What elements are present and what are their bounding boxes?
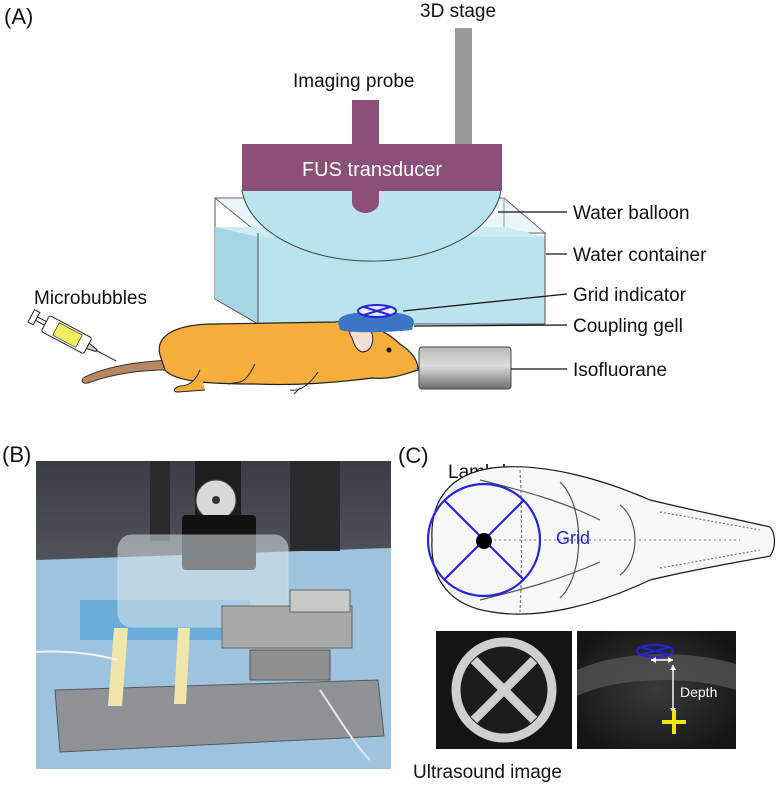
stage-label: 3D stage bbox=[420, 1, 496, 22]
panel-c-tag: (C) bbox=[398, 443, 429, 468]
coupling-gel bbox=[338, 312, 414, 333]
ultrasound-label: Ultrasound image bbox=[413, 762, 562, 783]
mouse-front-leg bbox=[289, 371, 319, 395]
bubbles-label: Microbubbles bbox=[34, 288, 147, 309]
water-side bbox=[215, 227, 258, 324]
container-label: Water container bbox=[573, 245, 707, 266]
grid-leader bbox=[402, 293, 568, 312]
skull bbox=[431, 466, 776, 615]
iso-label: Isofluorane bbox=[573, 360, 667, 381]
panel-c: (C) Lambda Grid bbox=[398, 443, 776, 783]
ultrasound-grid-image bbox=[436, 631, 572, 749]
grid-text: Grid bbox=[556, 528, 590, 548]
imaging-probe bbox=[352, 100, 379, 145]
fus-transducer bbox=[242, 144, 502, 191]
water-body bbox=[215, 227, 545, 324]
grid-label: Grid indicator bbox=[573, 285, 687, 306]
water-balloon bbox=[241, 189, 502, 262]
mouse-eye bbox=[386, 347, 392, 353]
gel-leader bbox=[413, 324, 568, 327]
gel-label: Coupling gell bbox=[573, 316, 683, 337]
probe-tip bbox=[352, 190, 379, 213]
lambda-point bbox=[476, 533, 492, 549]
setup-photo bbox=[35, 461, 391, 769]
mouse-tail bbox=[81, 359, 169, 384]
ultrasound-depth-image: Depth bbox=[577, 631, 736, 749]
probe-label: Imaging probe bbox=[293, 71, 414, 92]
grid-circle bbox=[426, 482, 542, 598]
panel-a-tag: (A) bbox=[4, 4, 33, 29]
mouse-hind-leg-2 bbox=[227, 363, 256, 385]
transducer-label: FUS transducer bbox=[302, 159, 442, 181]
balloon-label: Water balloon bbox=[573, 203, 690, 224]
syringe bbox=[27, 309, 117, 362]
stage-post bbox=[455, 28, 472, 144]
panel-a: (A) 3D stage Imaging probe FUS transduce… bbox=[4, 1, 707, 395]
grid-indicator-line-2 bbox=[363, 306, 391, 316]
panel-b: (B) bbox=[2, 442, 391, 769]
panel-b-tag: (B) bbox=[2, 442, 31, 467]
nose-cone bbox=[418, 346, 512, 390]
depth-label: Depth bbox=[680, 684, 717, 700]
mouse-hind-leg bbox=[173, 369, 206, 393]
